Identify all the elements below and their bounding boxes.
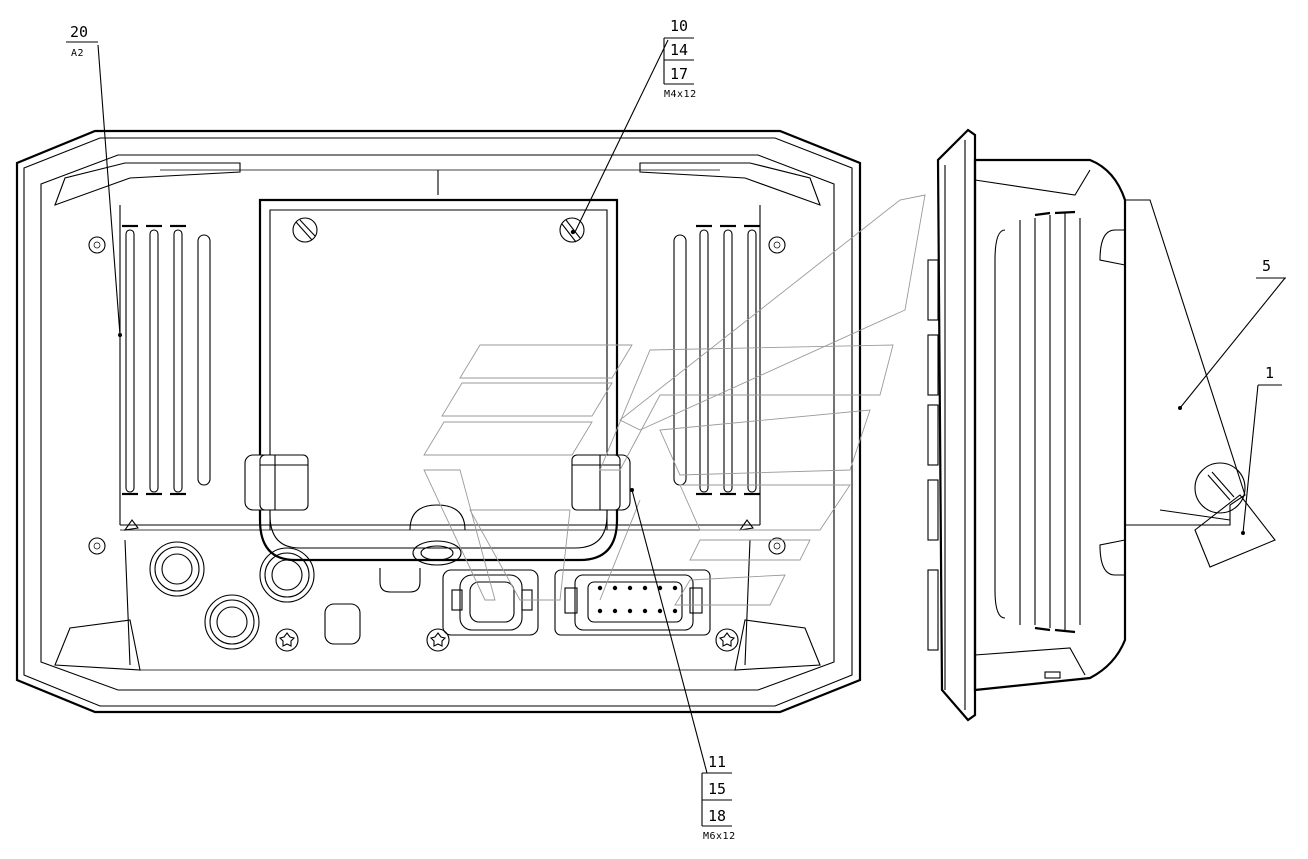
callout-20: 20 A2 bbox=[66, 23, 98, 59]
callout-10-number: 10 bbox=[670, 17, 688, 35]
callout-11-sub: M6x12 bbox=[703, 831, 736, 842]
wall-left bbox=[124, 539, 131, 666]
bezel-flange bbox=[936, 128, 977, 722]
leader-20 bbox=[97, 44, 121, 336]
phantom-panel bbox=[423, 194, 926, 606]
callout-10-sub: M4x12 bbox=[664, 89, 697, 100]
housing-recess bbox=[40, 154, 835, 691]
side-body bbox=[973, 158, 1127, 692]
callout-1-number: 1 bbox=[1265, 364, 1274, 382]
torx-screw-2 bbox=[426, 628, 450, 652]
callout-20-sub: A2 bbox=[71, 48, 84, 59]
clip-right bbox=[738, 519, 754, 531]
callout-20-number: 20 bbox=[70, 23, 88, 41]
housing-inner-rim bbox=[23, 137, 853, 707]
wall-right bbox=[744, 539, 751, 666]
round-connector-3 bbox=[204, 594, 260, 650]
tab-plug bbox=[379, 568, 421, 593]
callout-11-stack: 11 15 18 M6x12 bbox=[701, 753, 736, 842]
square-plug bbox=[324, 603, 361, 645]
callout-18-number: 18 bbox=[708, 807, 726, 825]
side-key-3 bbox=[927, 404, 939, 466]
callout-1: 1 bbox=[1258, 364, 1282, 386]
round-connector-1 bbox=[149, 541, 205, 597]
side-key-5 bbox=[927, 569, 939, 651]
bracket-knob bbox=[1194, 462, 1246, 514]
torx-screw-3 bbox=[715, 628, 739, 652]
side-key-1 bbox=[927, 259, 939, 321]
callout-17-number: 17 bbox=[670, 65, 688, 83]
bracket-side bbox=[1124, 199, 1246, 526]
callout-15-number: 15 bbox=[708, 780, 726, 798]
side-clip-top bbox=[1099, 229, 1126, 266]
corner-pad-tl bbox=[54, 162, 241, 206]
housing-screw-bl bbox=[88, 537, 106, 555]
leader-11 bbox=[631, 489, 708, 774]
side-foot bbox=[1044, 671, 1061, 679]
side-ribs bbox=[994, 210, 1081, 634]
bracket-arm bbox=[1194, 494, 1276, 568]
vent-slots-left bbox=[122, 224, 211, 496]
vent-slots-right bbox=[673, 224, 760, 496]
torx-screw-1 bbox=[275, 628, 299, 652]
side-key-2 bbox=[927, 334, 939, 396]
hinge-right bbox=[571, 454, 631, 511]
housing-outline bbox=[15, 129, 862, 714]
leader-10 bbox=[574, 39, 669, 233]
callout-5: 5 bbox=[1256, 257, 1286, 279]
connector-small bbox=[442, 569, 539, 636]
callout-11-number: 11 bbox=[708, 753, 726, 771]
corner-pad-tr bbox=[639, 162, 821, 206]
round-connector-2 bbox=[259, 547, 315, 603]
bracket-screw-right bbox=[559, 217, 585, 243]
leader-1 bbox=[1242, 384, 1259, 534]
bracket-hole bbox=[412, 540, 462, 566]
leader-5 bbox=[1179, 277, 1286, 409]
housing-screw-br bbox=[768, 537, 786, 555]
corner-pad-bl bbox=[54, 619, 141, 671]
callout-14-number: 14 bbox=[670, 41, 688, 59]
callout-5-number: 5 bbox=[1262, 257, 1271, 275]
clip-left bbox=[123, 519, 139, 531]
hinge-left bbox=[244, 454, 309, 511]
corner-pad-br bbox=[734, 619, 821, 671]
mounting-bracket bbox=[244, 198, 631, 566]
housing-screw-tr bbox=[768, 236, 786, 254]
side-key-4 bbox=[927, 479, 939, 541]
side-clip-bottom bbox=[1099, 539, 1126, 576]
bracket-foot bbox=[409, 504, 466, 531]
side-view bbox=[927, 128, 1276, 722]
connector-12pin bbox=[554, 569, 711, 636]
leader-lines bbox=[97, 39, 1286, 774]
bracket-screw-left bbox=[292, 217, 318, 243]
rear-view bbox=[15, 129, 926, 714]
housing-screw-tl bbox=[88, 236, 106, 254]
callout-10-stack: 10 14 17 M4x12 bbox=[663, 17, 697, 100]
